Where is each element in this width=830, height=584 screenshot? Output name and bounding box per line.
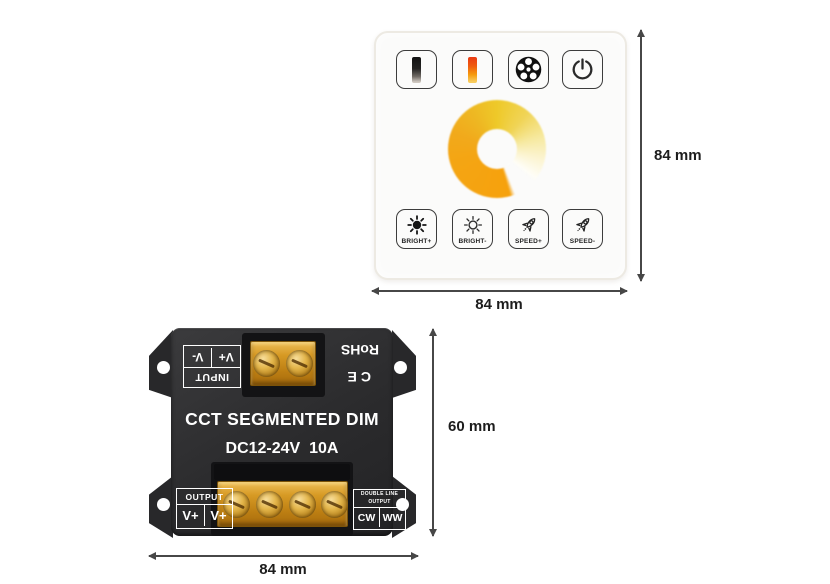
double-line-title2: OUTPUT [368, 498, 391, 505]
input-terminal-vminus: V- [192, 350, 204, 365]
output-terminal-ww: WW [382, 511, 403, 524]
output-terminal-cw: CW [354, 508, 380, 527]
rocket-icon [521, 218, 535, 232]
panel-width-arrow [371, 287, 628, 295]
speed-plus-button[interactable]: SPEED+ [508, 209, 549, 249]
terminal-screw[interactable] [289, 491, 316, 518]
output-terminal-cap [214, 464, 350, 480]
controller-rating: DC12-24V 10A [225, 440, 339, 457]
output-terminal-vplus2: V+ [210, 508, 227, 523]
speed-minus-label: SPEED- [569, 238, 596, 245]
speed-minus-button[interactable]: SPEED- [562, 209, 603, 249]
input-terminal-vplus: V+ [211, 348, 240, 367]
speed-plus-label: SPEED+ [514, 238, 543, 245]
mode-select-button[interactable] [508, 50, 549, 89]
sun-outline-icon [463, 215, 482, 235]
mount-hole [157, 498, 170, 511]
mount-hole [394, 361, 407, 374]
dim-warm-button[interactable] [452, 50, 493, 89]
double-line-output-label: DOUBLE LINE OUTPUT CW WW [353, 489, 406, 530]
controller-height-dimension: 60 mm [448, 418, 496, 435]
bright-plus-button[interactable]: BRIGHT+ [396, 209, 437, 249]
cct-temperature-wheel[interactable] [448, 100, 546, 198]
mount-hole [157, 361, 170, 374]
panel-height-arrow [637, 29, 645, 282]
input-title: INPUT [184, 367, 240, 387]
output-title: OUTPUT [177, 489, 232, 505]
input-label: INPUT V+ V- [183, 345, 241, 388]
panel-height-dimension: 84 mm [654, 147, 702, 164]
dim-cool-button[interactable] [396, 50, 437, 89]
controller-title: CCT SEGMENTED DIM [185, 409, 379, 429]
dotted-disc-icon [515, 56, 542, 83]
ce-mark: CE [343, 369, 371, 385]
orange-gradient-bar-icon [468, 56, 477, 83]
power-button[interactable] [562, 50, 603, 89]
output-label: OUTPUT V+ V+ [176, 488, 233, 529]
terminal-screw[interactable] [286, 350, 313, 377]
terminal-screw[interactable] [321, 491, 348, 518]
bright-minus-button[interactable]: BRIGHT- [452, 209, 493, 249]
controller-width-dimension: 84 mm [259, 561, 307, 578]
bright-plus-label: BRIGHT+ [401, 238, 432, 245]
controller-height-arrow [429, 328, 437, 537]
rohs-mark: RoHS [340, 342, 379, 358]
controller-width-arrow [148, 552, 419, 560]
bright-minus-label: BRIGHT- [458, 238, 487, 245]
touch-remote-panel: BRIGHT+ BRIGHT- [374, 31, 627, 280]
rocket-icon [575, 218, 589, 232]
panel-width-dimension: 84 mm [475, 296, 523, 313]
power-icon [572, 58, 593, 80]
output-terminal-vplus1: V+ [177, 505, 205, 526]
terminal-screw[interactable] [256, 491, 283, 518]
black-gradient-bar-icon [412, 56, 421, 83]
sun-filled-icon [406, 215, 427, 235]
double-line-title1: DOUBLE LINE [360, 491, 399, 497]
terminal-screw[interactable] [253, 350, 280, 377]
